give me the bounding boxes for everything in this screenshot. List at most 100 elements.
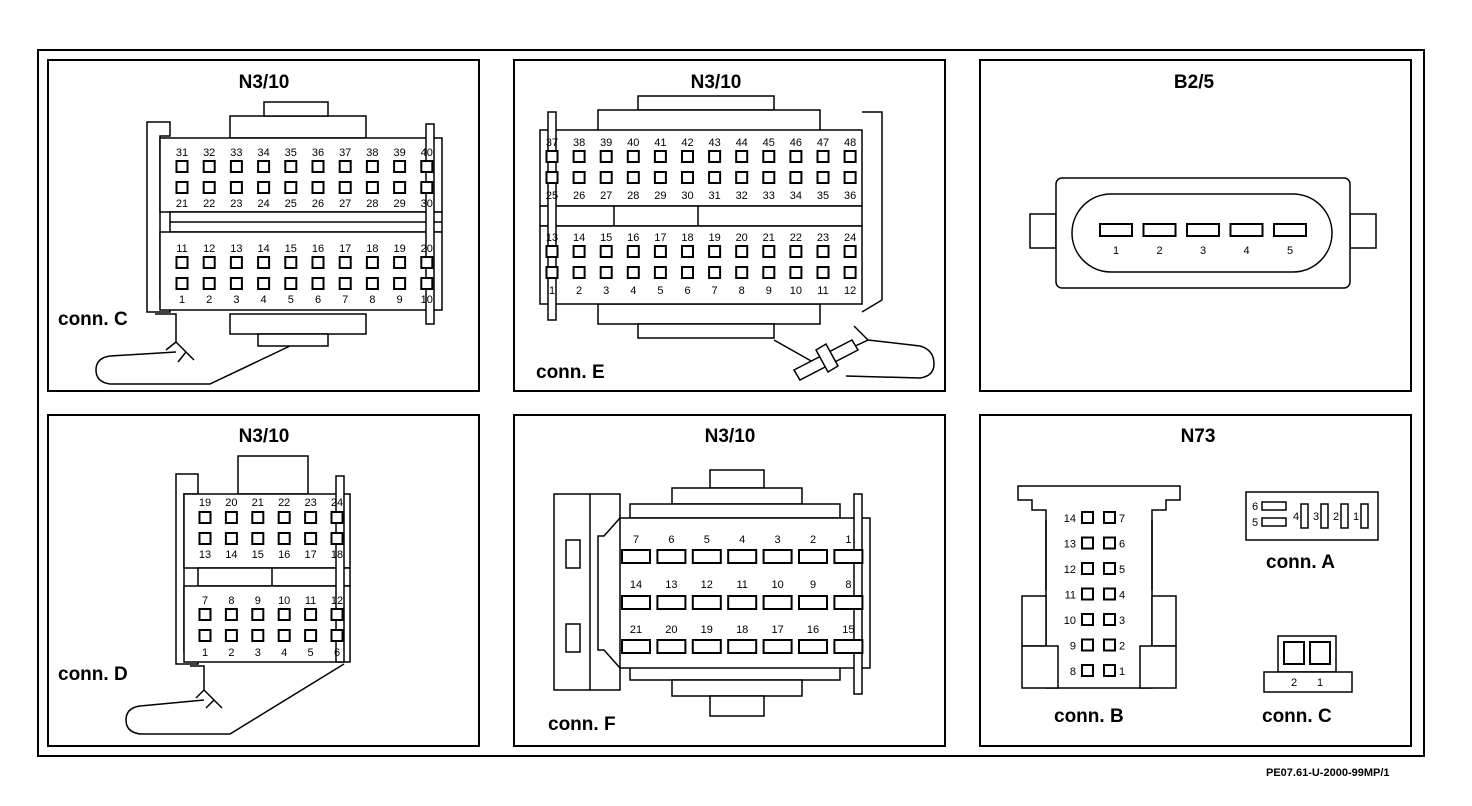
pin-cavity (1103, 511, 1116, 524)
pin-cavity (330, 511, 344, 524)
pin-cavity (708, 266, 722, 279)
pin-number: 27 (339, 198, 351, 210)
pin-number: 1 (549, 285, 555, 297)
pin-cavity (816, 171, 830, 184)
pin-number: 12 (1064, 564, 1076, 576)
pin-number: 8 (739, 285, 745, 297)
pin-cavity (330, 608, 344, 621)
pin-number: 15 (600, 232, 612, 244)
pin-cavity (653, 150, 667, 163)
pin-cavity (691, 549, 722, 564)
pin-cavity (798, 595, 828, 610)
pin-cavity (251, 511, 265, 524)
pin-cavity (1081, 613, 1094, 626)
pin-number: 14 (573, 232, 585, 244)
pin-cavity (545, 171, 559, 184)
pin-number: 8 (845, 579, 851, 591)
connector-c-housing (95, 101, 443, 385)
pin-cavity (1142, 223, 1177, 237)
pin-number: 28 (366, 198, 378, 210)
pin-number: 6 (684, 285, 690, 297)
pin-number: 5 (1287, 245, 1293, 257)
pin-number: 20 (665, 624, 677, 636)
pin-cavity (229, 277, 243, 290)
pin-cavity (277, 629, 291, 642)
pin-cavity (681, 150, 694, 163)
pin-number: 2 (1119, 641, 1125, 653)
pin-cavity (304, 511, 318, 524)
pin-cavity (202, 181, 216, 194)
pin-number: 7 (1119, 513, 1125, 525)
pin-number: 8 (369, 294, 375, 306)
pin-number: 12 (203, 243, 215, 255)
pin-cavity (1081, 638, 1094, 652)
pin-number: 44 (736, 137, 748, 149)
pin-number: 13 (665, 579, 677, 591)
pin-number: 25 (285, 198, 297, 210)
pin-number: 27 (600, 190, 612, 202)
pin-number: 38 (573, 137, 585, 149)
pin-number: 6 (315, 294, 321, 306)
pin-number: 5 (657, 285, 663, 297)
pin-cavity (338, 181, 352, 194)
pin-number: 16 (807, 624, 819, 636)
pin-number: 37 (546, 137, 558, 149)
pin-cavity (1309, 641, 1331, 665)
pin-number: 11 (817, 285, 828, 297)
pin-number: 3 (603, 285, 609, 297)
pin-number: 5 (1252, 517, 1258, 529)
panel-n3-10-conn-f (513, 414, 946, 747)
pin-cavity (330, 629, 344, 642)
pin-number: 4 (739, 534, 745, 546)
pin-cavity (1081, 587, 1094, 601)
pin-number: 39 (600, 137, 612, 149)
pin-number: 13 (546, 232, 558, 244)
connector-e-housing (539, 95, 935, 381)
pin-cavity (1081, 562, 1094, 575)
reference-code: PE07.61-U-2000-99MP/1 (1266, 767, 1390, 779)
n73-conn-a-housing (1245, 491, 1379, 541)
pin-cavity (762, 171, 776, 184)
pin-cavity (727, 639, 758, 654)
pin-number: 3 (233, 294, 239, 306)
pin-cavity (420, 181, 434, 194)
n73-conn-c-label: conn. C (1262, 706, 1332, 727)
pin-number: 7 (202, 595, 208, 607)
panel-title-n73: N73 (1181, 426, 1216, 447)
pin-number: 13 (1064, 539, 1076, 551)
pin-cavity (621, 549, 651, 564)
pin-cavity (175, 277, 189, 290)
panel-n3-10-conn-d (47, 414, 480, 747)
pin-cavity (691, 639, 722, 654)
pin-number: 6 (668, 534, 674, 546)
pin-number: 7 (712, 285, 718, 297)
pin-number: 19 (708, 232, 720, 244)
pin-number: 18 (736, 624, 748, 636)
pin-number: 14 (257, 243, 269, 255)
pin-cavity (1283, 641, 1305, 665)
pin-cavity (572, 150, 586, 163)
pin-cavity (762, 595, 793, 610)
pin-number: 22 (790, 232, 802, 244)
pin-number: 9 (766, 285, 772, 297)
pin-number: 19 (199, 497, 211, 509)
pin-cavity (789, 245, 803, 258)
pin-number: 48 (844, 137, 856, 149)
pin-number: 35 (285, 147, 297, 159)
pin-number: 16 (627, 232, 639, 244)
pin-number: 42 (681, 137, 693, 149)
pin-cavity (1229, 223, 1264, 237)
pin-cavity (338, 256, 352, 269)
pin-cavity (1360, 503, 1369, 529)
pin-number: 15 (842, 624, 854, 636)
pin-number: 14 (1064, 513, 1076, 525)
pin-cavity (599, 245, 613, 258)
pin-cavity (1261, 501, 1287, 511)
pin-cavity (198, 608, 212, 621)
pin-cavity (277, 608, 291, 621)
pin-number: 37 (339, 147, 351, 159)
pin-cavity (338, 277, 352, 290)
pin-number: 9 (1070, 641, 1076, 653)
